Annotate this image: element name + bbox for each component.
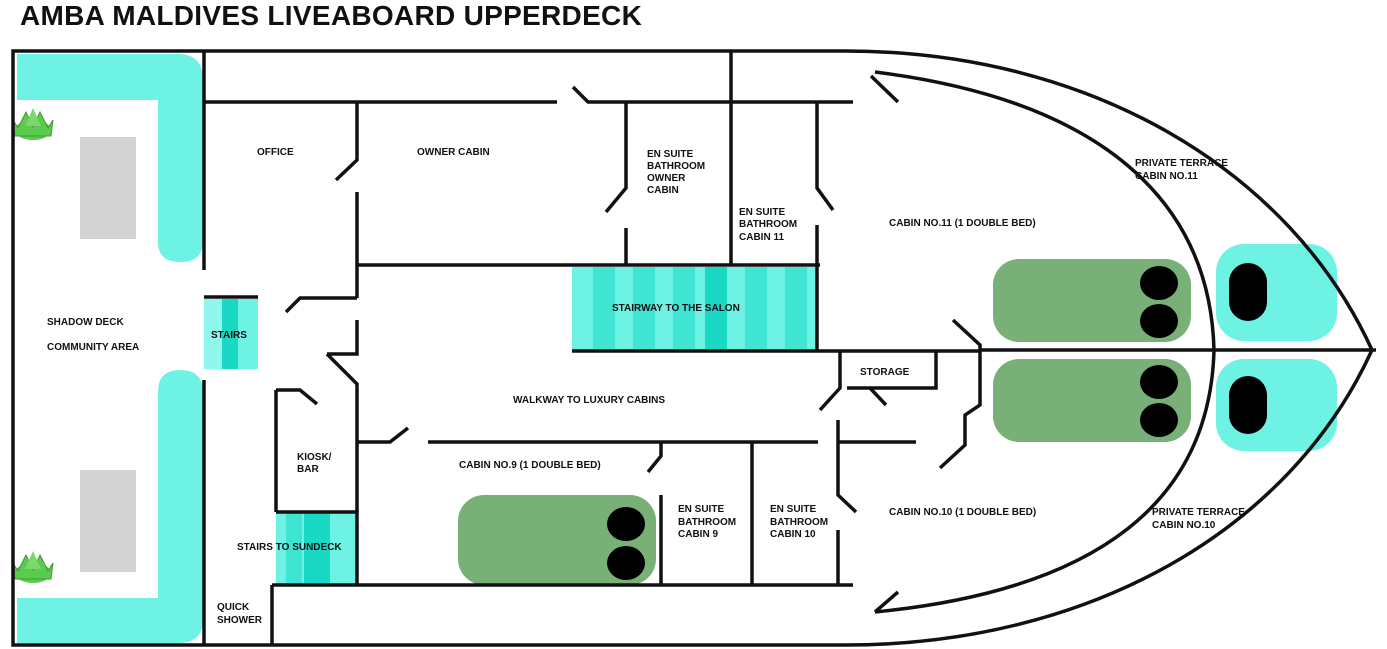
label-cabin-9: CABIN NO.9 (1 DOUBLE BED) — [459, 460, 601, 471]
label-ensuite-owner-1: EN SUITE — [647, 149, 693, 160]
shadow-deck-seating — [17, 54, 203, 643]
label-ensuite-10-3: CABIN 10 — [770, 529, 816, 540]
plant-icon — [12, 551, 54, 583]
label-stairs: STAIRS — [211, 330, 247, 341]
label-ensuite-10-2: BATHROOM — [770, 517, 828, 528]
label-walkway: WALKWAY TO LUXURY CABINS — [513, 395, 665, 406]
stairway-to-salon — [572, 267, 816, 351]
label-ensuite-11-3: CABIN 11 — [739, 232, 784, 243]
table-bottom — [80, 470, 136, 572]
label-stairs-sundeck: STAIRS TO SUNDECK — [237, 542, 342, 553]
label-office: OFFICE — [257, 147, 294, 158]
label-cabin-10: CABIN NO.10 (1 DOUBLE BED) — [889, 507, 1036, 518]
label-community-area: COMMUNITY AREA — [47, 342, 139, 353]
label-ensuite-owner-4: CABIN — [647, 185, 679, 196]
sofa-top — [17, 54, 203, 262]
label-terrace-10-1: PRIVATE TERRACE — [1152, 507, 1245, 518]
table-top — [80, 137, 136, 239]
stairs-small — [204, 299, 258, 369]
label-ensuite-owner-2: BATHROOM — [647, 161, 705, 172]
label-ensuite-owner-3: OWNER — [647, 173, 686, 184]
plant-icon — [12, 108, 54, 140]
pillow-icon — [607, 507, 645, 541]
label-ensuite-10-1: EN SUITE — [770, 504, 816, 515]
label-ensuite-9-3: CABIN 9 — [678, 529, 718, 540]
label-quick-shower-2: SHOWER — [217, 615, 263, 626]
bed-cabin9 — [458, 495, 656, 585]
label-owner-cabin: OWNER CABIN — [417, 147, 490, 158]
label-kiosk-1: KIOSK/ — [297, 452, 332, 463]
label-quick-shower-1: QUICK — [217, 602, 250, 613]
pillow-icon — [1140, 266, 1178, 300]
pillow-icon — [607, 546, 645, 580]
page-title: AMBA MALDIVES LIVEABOARD UPPERDECK — [20, 0, 643, 31]
label-ensuite-11-1: EN SUITE — [739, 207, 785, 218]
label-terrace-11-1: PRIVATE TERRACE — [1135, 158, 1228, 169]
label-ensuite-11-2: BATHROOM — [739, 219, 797, 230]
pillow-icon — [1140, 304, 1178, 338]
lounger-terrace11 — [1216, 244, 1337, 341]
room-labels: OFFICE OWNER CABIN EN SUITE BATHROOM OWN… — [47, 147, 1245, 626]
label-terrace-11-2: CABIN NO.11 — [1135, 171, 1198, 182]
label-shadow-deck: SHADOW DECK — [47, 317, 124, 328]
label-kiosk-2: BAR — [297, 464, 319, 475]
walls — [11, 49, 1376, 647]
label-storage: STORAGE — [860, 367, 910, 378]
label-ensuite-9-2: BATHROOM — [678, 517, 736, 528]
lounger-terrace10 — [1216, 359, 1337, 451]
pillow-icon — [1140, 365, 1178, 399]
label-stairway-salon: STAIRWAY TO THE SALON — [612, 303, 740, 314]
label-cabin-11: CABIN NO.11 (1 DOUBLE BED) — [889, 218, 1036, 229]
pillow-icon — [1140, 403, 1178, 437]
stairs-to-sundeck — [276, 512, 356, 584]
label-ensuite-9-1: EN SUITE — [678, 504, 724, 515]
sofa-bottom — [17, 370, 203, 643]
label-terrace-10-2: CABIN NO.10 — [1152, 520, 1216, 531]
bed-cabin11 — [993, 259, 1191, 342]
bed-cabin10 — [993, 359, 1191, 442]
